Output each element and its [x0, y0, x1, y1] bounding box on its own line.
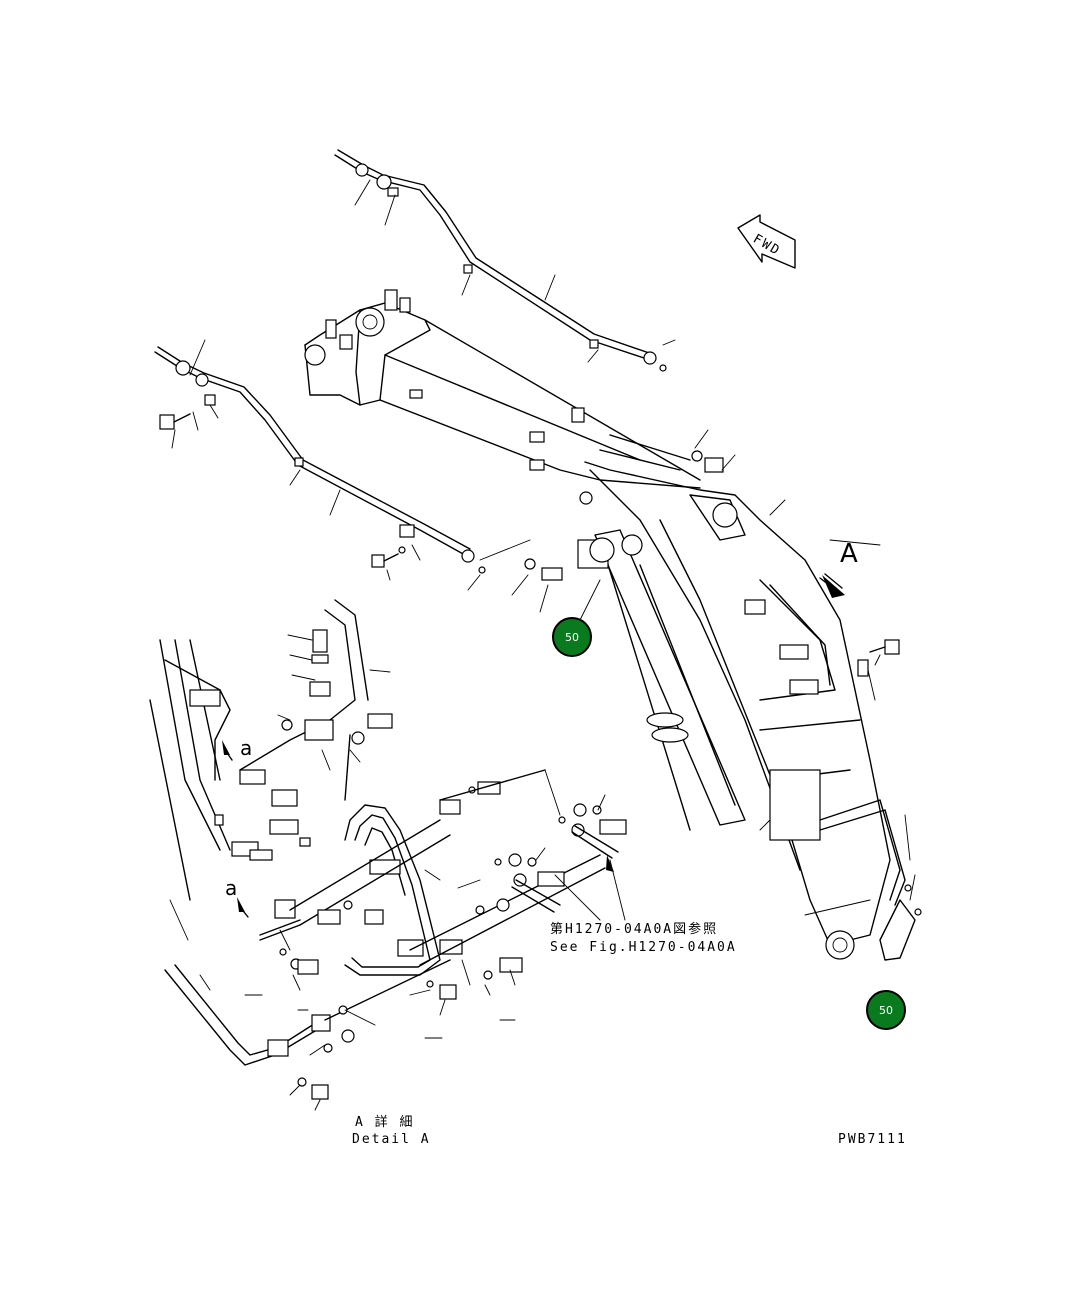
- callout-label-1: 50: [565, 631, 579, 644]
- detail-a-title-en: Detail A: [352, 1132, 431, 1147]
- view-a-arrow-icon: A: [819, 539, 858, 598]
- bolts-middle: [371, 429, 736, 613]
- arrow-a1-label: a: [240, 736, 252, 760]
- view-a-label: A: [840, 539, 858, 569]
- boom-structure: [304, 289, 701, 489]
- reference-label-jp: 第H1270-04A0A図参照: [550, 921, 718, 937]
- fwd-label: FWD: [750, 232, 783, 260]
- boom-cylinder: [577, 491, 746, 831]
- arm-structure: [584, 461, 922, 961]
- callout-marker-2[interactable]: 50: [866, 990, 906, 1030]
- reference-label-en: See Fig.H1270-04A0A: [550, 940, 737, 955]
- fwd-arrow-icon: FWD: [737, 214, 796, 269]
- arrow-a2-label: a: [225, 876, 237, 900]
- upper-tube-top: [334, 149, 676, 372]
- lower-tube-left: [154, 339, 486, 591]
- drawing-number: PWB7111: [838, 1132, 907, 1147]
- detail-a-view: a: [149, 599, 627, 1111]
- detail-a-title-jp: A 詳 細: [355, 1114, 414, 1130]
- callout-label-2: 50: [879, 1004, 893, 1017]
- callout-marker-1[interactable]: 50: [552, 617, 592, 657]
